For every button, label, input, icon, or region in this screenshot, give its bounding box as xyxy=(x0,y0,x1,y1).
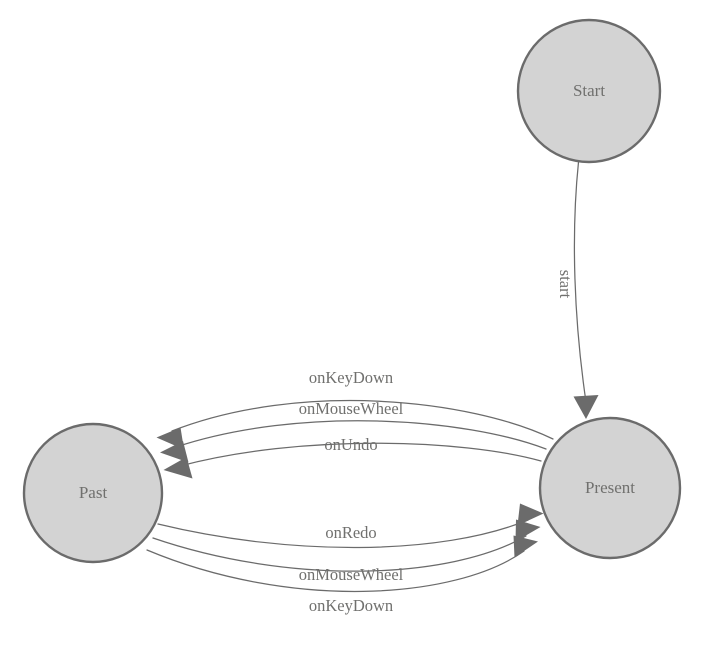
edge-past-to-present-onmousewheel[interactable]: onMouseWheel xyxy=(152,519,541,585)
edge-start-to-present[interactable]: start xyxy=(556,161,599,419)
arrowhead-start-present xyxy=(573,395,599,419)
node-present-label: Present xyxy=(585,478,635,497)
node-past[interactable]: Past xyxy=(22,422,164,564)
edge-label-onmousewheel-bottom: onMouseWheel xyxy=(299,565,404,584)
edge-path-present-past-1 xyxy=(171,399,554,440)
edge-label-onundo: onUndo xyxy=(324,435,377,454)
edge-past-to-present-onkeydown[interactable]: onKeyDown xyxy=(146,535,538,616)
node-start-label: Start xyxy=(573,81,605,100)
arrowhead-present-past-3 xyxy=(163,457,193,479)
arrowhead-past-present-1 xyxy=(517,503,544,526)
arrowhead-past-present-2 xyxy=(515,519,541,542)
node-present[interactable]: Present xyxy=(538,416,682,560)
edge-path-present-past-2 xyxy=(175,420,547,450)
edge-present-to-past-onundo[interactable]: onUndo xyxy=(163,435,542,479)
node-start-circle xyxy=(516,18,662,164)
edge-path-past-present-3 xyxy=(146,549,525,593)
edge-label-onkeydown-bottom: onKeyDown xyxy=(309,596,393,615)
node-present-circle xyxy=(538,416,682,560)
edge-label-start: start xyxy=(556,270,575,299)
node-start[interactable]: Start xyxy=(516,18,662,164)
edge-path-start-present xyxy=(573,161,587,403)
arrowhead-present-past-2 xyxy=(160,441,189,463)
edge-label-onkeydown-top: onKeyDown xyxy=(309,368,393,387)
edge-label-onmousewheel-top: onMouseWheel xyxy=(299,399,404,418)
edge-present-to-past-onmousewheel[interactable]: onMouseWheel xyxy=(160,399,547,463)
node-past-circle xyxy=(22,422,164,564)
edge-path-present-past-3 xyxy=(179,442,542,467)
edge-path-past-present-1 xyxy=(157,519,529,549)
edge-past-to-present-onredo[interactable]: onRedo xyxy=(157,503,544,549)
arrowhead-past-present-3 xyxy=(513,535,538,558)
edge-label-onredo: onRedo xyxy=(325,523,376,542)
edge-path-past-present-2 xyxy=(152,535,527,572)
node-past-label: Past xyxy=(79,483,108,502)
